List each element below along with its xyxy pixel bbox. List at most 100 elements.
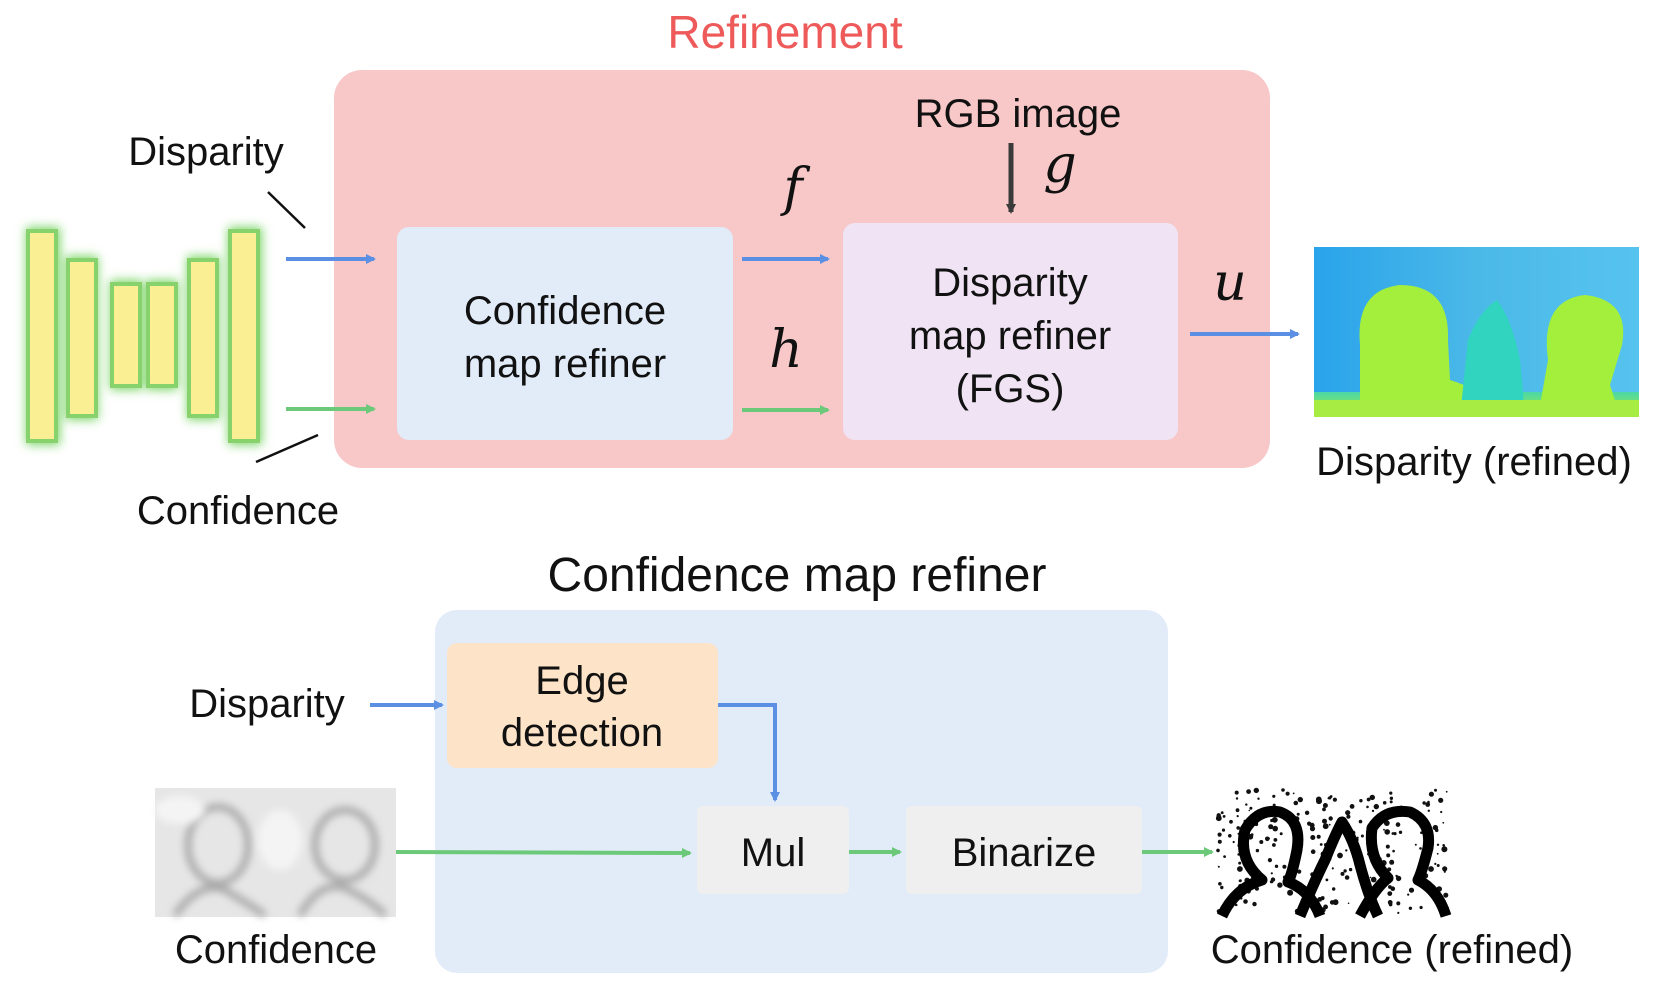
noise-speck (1322, 818, 1327, 824)
noise-speck (1384, 829, 1390, 835)
noise-speck (1216, 848, 1220, 853)
noise-speck (1349, 804, 1355, 809)
confidence-pointer-line (255, 433, 319, 464)
noise-speck (1389, 791, 1393, 795)
noise-speck (1436, 852, 1439, 855)
noise-speck (1293, 800, 1299, 806)
noise-speck (1373, 803, 1380, 810)
noise-speck (1332, 887, 1336, 891)
noise-speck (1398, 830, 1403, 834)
binarize-label: Binarize (952, 831, 1097, 875)
noise-speck (1319, 843, 1323, 846)
noise-speck (1270, 872, 1273, 875)
noise-speck (1272, 843, 1276, 847)
refinement-title: Refinement (667, 6, 902, 58)
noise-speck (1327, 797, 1330, 800)
noise-speck (1436, 843, 1440, 846)
noise-speck (1345, 849, 1348, 852)
noise-speck (1271, 816, 1278, 823)
noise-speck (1236, 826, 1240, 830)
noise-speck (1238, 861, 1242, 865)
noise-speck (1217, 839, 1222, 844)
disparity-refiner-line1: Disparity (932, 261, 1088, 305)
edge-to-mul-arrow (718, 703, 780, 802)
noise-speck (1218, 882, 1222, 886)
noise-speck (1358, 819, 1363, 824)
noise-speck (1428, 791, 1434, 797)
noise-speck (1259, 840, 1264, 844)
noise-speck (1393, 832, 1397, 836)
noise-speck (1408, 887, 1415, 893)
noise-speck (1425, 802, 1431, 807)
noise-speck (1270, 818, 1274, 823)
noise-speck (1217, 865, 1220, 868)
noise-speck (1234, 790, 1239, 795)
noise-speck (1419, 847, 1422, 850)
noise-speck (1232, 840, 1235, 844)
noise-speck (1371, 809, 1375, 813)
disparity-refiner-line3: (FGS) (956, 367, 1065, 411)
noise-speck (1323, 904, 1328, 910)
noise-speck (1322, 823, 1329, 830)
noise-speck (1243, 899, 1248, 904)
noise-speck (1297, 869, 1302, 874)
noise-speck (1282, 864, 1287, 869)
noise-speck (1270, 877, 1276, 882)
noise-speck (1438, 797, 1444, 803)
mul-box (697, 806, 849, 894)
noise-speck (1389, 859, 1395, 865)
noise-speck (1397, 911, 1400, 915)
refined-confidence-label: Confidence (refined) (1211, 928, 1573, 972)
noise-speck (1440, 810, 1443, 814)
noise-speck (1307, 821, 1312, 826)
noise-speck (1370, 876, 1377, 883)
noise-speck (1310, 835, 1316, 840)
noise-speck (1275, 865, 1278, 868)
noise-speck (1328, 823, 1331, 826)
mul-label: Mul (741, 831, 805, 875)
noise-speck (1360, 834, 1364, 838)
refined-disparity-image (1314, 247, 1639, 417)
noise-speck (1395, 875, 1402, 882)
noise-speck (1267, 858, 1272, 863)
noise-speck (1434, 862, 1437, 866)
noise-speck (1273, 838, 1278, 842)
noise-speck (1223, 855, 1226, 858)
noise-speck (1249, 806, 1253, 810)
noise-speck (1331, 867, 1334, 870)
disparity-map-refiner-box (843, 223, 1178, 440)
noise-speck (1315, 796, 1322, 803)
noise-speck (1265, 836, 1270, 842)
noise-speck (1285, 791, 1290, 796)
noise-speck (1328, 816, 1333, 821)
noise-speck (1442, 866, 1448, 872)
edge-detection-line1: Edge (535, 659, 628, 703)
confidence-map-refiner-box (397, 227, 733, 440)
noise-speck (1235, 808, 1240, 813)
bottom-disparity-label: Disparity (189, 682, 345, 726)
noise-speck (1322, 803, 1328, 808)
noise-speck (1277, 882, 1283, 888)
noise-speck (1316, 834, 1321, 839)
noise-speck (1387, 891, 1393, 896)
edge-detection-box (447, 643, 718, 768)
noise-speck (1220, 887, 1223, 890)
noise-speck (1389, 800, 1393, 804)
noise-speck (1332, 899, 1339, 906)
confidence-refiner-line1: Confidence (464, 289, 666, 333)
noise-speck (1382, 801, 1387, 805)
noise-speck (1432, 824, 1439, 831)
noise-speck (1337, 852, 1343, 859)
noise-speck (1332, 797, 1337, 802)
noise-speck (1234, 903, 1238, 907)
noise-speck (1422, 801, 1426, 805)
noise-speck (1257, 797, 1260, 800)
noise-speck (1369, 794, 1376, 801)
input-disparity-label: Disparity (128, 130, 284, 174)
noise-speck (1252, 901, 1257, 907)
noise-speck (1414, 843, 1417, 846)
noise-speck (1356, 836, 1359, 839)
noise-speck (1387, 900, 1393, 905)
noise-speck (1366, 797, 1371, 802)
